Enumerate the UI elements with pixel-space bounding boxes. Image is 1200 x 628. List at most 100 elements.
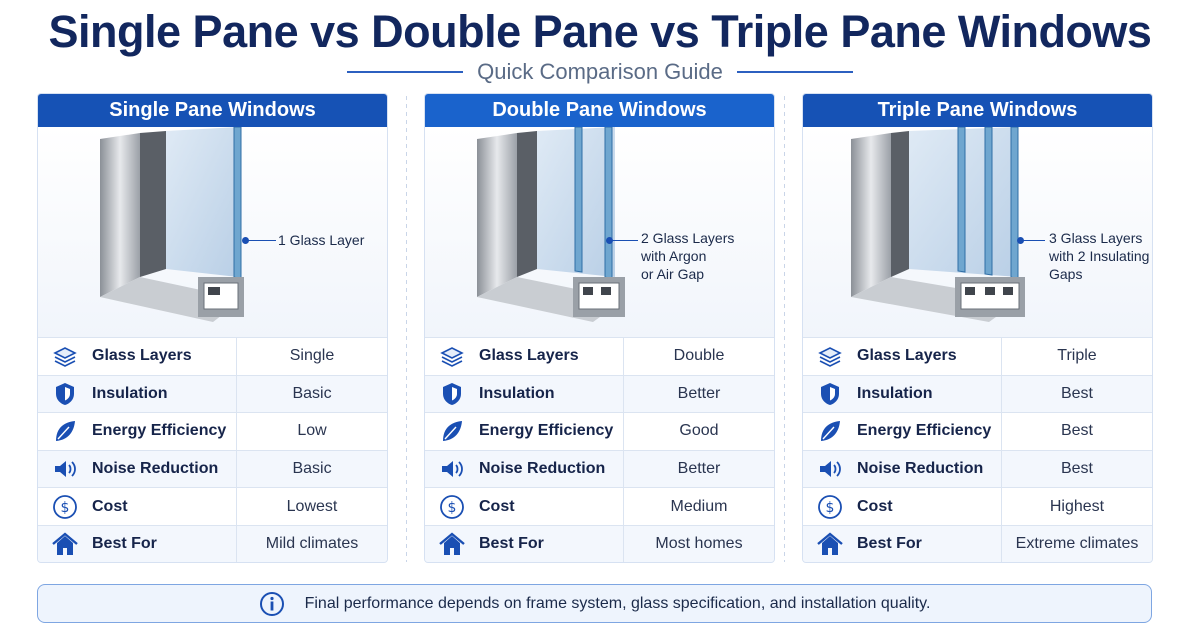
row-label: Cost	[92, 488, 237, 525]
row-label: Noise Reduction	[479, 450, 624, 488]
row-label: Noise Reduction	[857, 450, 1002, 488]
row-value: Extreme climates	[1015, 535, 1139, 553]
info-note: Final performance depends on frame syste…	[37, 584, 1152, 623]
table-row: Noise Reduction Better	[425, 449, 774, 488]
svg-text:$: $	[826, 500, 835, 516]
table-row: Best For Extreme climates	[803, 524, 1152, 562]
home-icon	[803, 526, 857, 562]
table-row: Energy Efficiency Best	[803, 412, 1152, 450]
layers-icon	[803, 338, 857, 375]
card-single-pane: Single Pane Windows 1 Glass Layer	[37, 93, 388, 563]
row-label: Insulation	[479, 375, 624, 413]
layers-icon	[425, 338, 479, 375]
card-header: Single Pane Windows	[38, 94, 387, 127]
row-label: Glass Layers	[479, 338, 624, 375]
speaker-icon	[38, 451, 92, 488]
row-value: Most homes	[655, 535, 743, 553]
callout-line	[1021, 240, 1045, 241]
subtitle-bar: Quick Comparison Guide	[0, 58, 1200, 86]
row-value: Mild climates	[265, 535, 359, 553]
row-label: Glass Layers	[857, 338, 1002, 375]
glass-layer-callout: 3 Glass Layers with 2 Insulating Gaps	[1049, 230, 1150, 282]
column-divider	[784, 96, 785, 562]
subtitle-rule-right	[736, 71, 853, 73]
row-label: Insulation	[92, 375, 237, 413]
window-frame-icon	[477, 127, 625, 322]
subtitle-rule-left	[347, 71, 464, 73]
svg-text:$: $	[61, 500, 70, 516]
row-value: Medium	[670, 497, 728, 515]
shield-icon	[425, 376, 479, 413]
shield-icon	[38, 376, 92, 413]
home-icon	[425, 526, 479, 562]
comparison-table: Glass Layers Single Insulation Basic Ene…	[38, 337, 387, 562]
home-icon	[38, 526, 92, 562]
callout-line	[246, 240, 276, 241]
callout-line	[610, 240, 638, 241]
card-header: Triple Pane Windows	[803, 94, 1152, 127]
row-label: Glass Layers	[92, 338, 237, 375]
row-value: Best	[1060, 384, 1093, 402]
table-row: Energy Efficiency Low	[38, 412, 387, 450]
dollar-icon: $	[38, 488, 92, 525]
row-value: Triple	[1057, 347, 1097, 365]
row-label: Noise Reduction	[92, 450, 237, 488]
row-label: Insulation	[857, 375, 1002, 413]
info-icon	[259, 591, 284, 616]
row-label: Best For	[92, 525, 237, 562]
row-label: Best For	[479, 525, 624, 562]
leaf-icon	[803, 413, 857, 450]
table-row: Noise Reduction Basic	[38, 449, 387, 488]
row-value: Good	[679, 422, 719, 440]
window-frame-icon	[100, 127, 244, 322]
table-row: Noise Reduction Best	[803, 449, 1152, 488]
layers-icon	[38, 338, 92, 375]
table-row: Energy Efficiency Good	[425, 412, 774, 450]
dollar-icon: $	[803, 488, 857, 525]
row-value: Lowest	[286, 497, 338, 515]
row-label: Energy Efficiency	[92, 413, 237, 450]
row-value: Best	[1060, 460, 1093, 478]
row-label: Best For	[857, 525, 1002, 562]
table-row: Insulation Best	[803, 374, 1152, 413]
row-label: Energy Efficiency	[479, 413, 624, 450]
row-value: Single	[289, 347, 335, 365]
row-label: Cost	[857, 488, 1002, 525]
comparison-table: Glass Layers Double Insulation Better En…	[425, 337, 774, 562]
leaf-icon	[425, 413, 479, 450]
row-value: Better	[677, 384, 721, 402]
leaf-icon	[38, 413, 92, 450]
shield-icon	[803, 376, 857, 413]
table-row: Insulation Basic	[38, 374, 387, 413]
table-row: $ Cost Lowest	[38, 487, 387, 525]
glass-layer-callout: 2 Glass Layers with Argon or Air Gap	[641, 230, 735, 282]
row-label: Cost	[479, 488, 624, 525]
row-label: Energy Efficiency	[857, 413, 1002, 450]
table-row: Best For Mild climates	[38, 524, 387, 562]
speaker-icon	[803, 451, 857, 488]
window-frame-icon	[851, 127, 1025, 322]
dollar-icon: $	[425, 488, 479, 525]
callout-dot	[242, 237, 249, 244]
comparison-table: Glass Layers Triple Insulation Best Ener…	[803, 337, 1152, 562]
row-value: Basic	[292, 460, 332, 478]
glass-layer-callout: 1 Glass Layer	[278, 232, 365, 248]
card-triple-pane: Triple Pane Windows	[802, 93, 1153, 563]
table-row: $ Cost Highest	[803, 487, 1152, 525]
callout-dot	[1017, 237, 1024, 244]
note-text: Final performance depends on frame syste…	[304, 594, 931, 612]
row-value: Low	[297, 422, 327, 440]
table-row: Glass Layers Triple	[803, 337, 1152, 375]
window-section-image: 1 Glass Layer	[38, 127, 387, 337]
window-section-image: 2 Glass Layers with Argon or Air Gap	[425, 127, 774, 337]
table-row: $ Cost Medium	[425, 487, 774, 525]
window-section-image: 3 Glass Layers with 2 Insulating Gaps	[803, 127, 1152, 337]
table-row: Glass Layers Double	[425, 337, 774, 375]
table-row: Insulation Better	[425, 374, 774, 413]
page-title: Single Pane vs Double Pane vs Triple Pan…	[48, 6, 1152, 57]
column-divider	[406, 96, 407, 562]
row-value: Basic	[292, 384, 332, 402]
row-value: Highest	[1049, 497, 1105, 515]
speaker-icon	[425, 451, 479, 488]
row-value: Better	[677, 460, 721, 478]
